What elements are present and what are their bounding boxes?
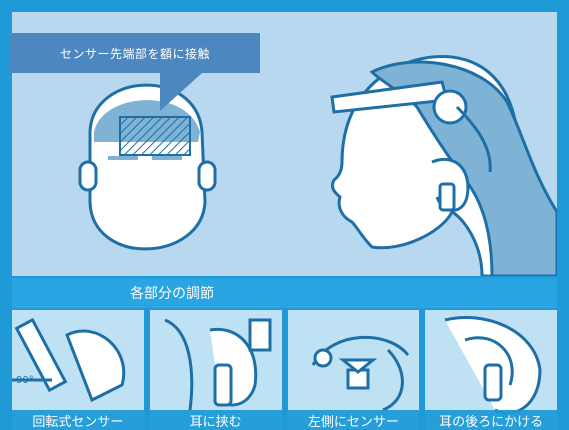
left-sensor-icon bbox=[311, 335, 409, 412]
headset-wearing-panel bbox=[12, 12, 559, 278]
step-rotating-sensor: 90° 回転式センサー bbox=[12, 310, 144, 430]
head-illustrations bbox=[78, 54, 559, 278]
step-caption: 回転式センサー bbox=[12, 410, 144, 430]
step-caption: 耳の後ろにかける bbox=[425, 410, 557, 430]
angle-note: 90° bbox=[16, 375, 34, 386]
step-left-sensor: 左側にセンサー bbox=[287, 310, 420, 430]
rotating-sensor-icon bbox=[12, 317, 126, 403]
profile-head-icon bbox=[330, 54, 559, 278]
adjustment-steps: 90° 回転式センサー 耳に挟む bbox=[12, 310, 557, 430]
step-behind-ear: 耳の後ろにかける bbox=[425, 310, 557, 430]
front-head-icon bbox=[78, 83, 217, 251]
step-caption: 耳に挟む bbox=[149, 410, 282, 430]
section-title: 各部分の調節 bbox=[130, 286, 214, 302]
callout-label: センサー先端部を額に接触 bbox=[10, 33, 260, 73]
step-ear-clip: 耳に挟む bbox=[149, 310, 282, 430]
callout-pointer bbox=[160, 73, 202, 111]
section-band bbox=[12, 278, 557, 308]
step-caption: 左側にセンサー bbox=[287, 410, 420, 430]
ear-clip-icon bbox=[164, 318, 272, 411]
